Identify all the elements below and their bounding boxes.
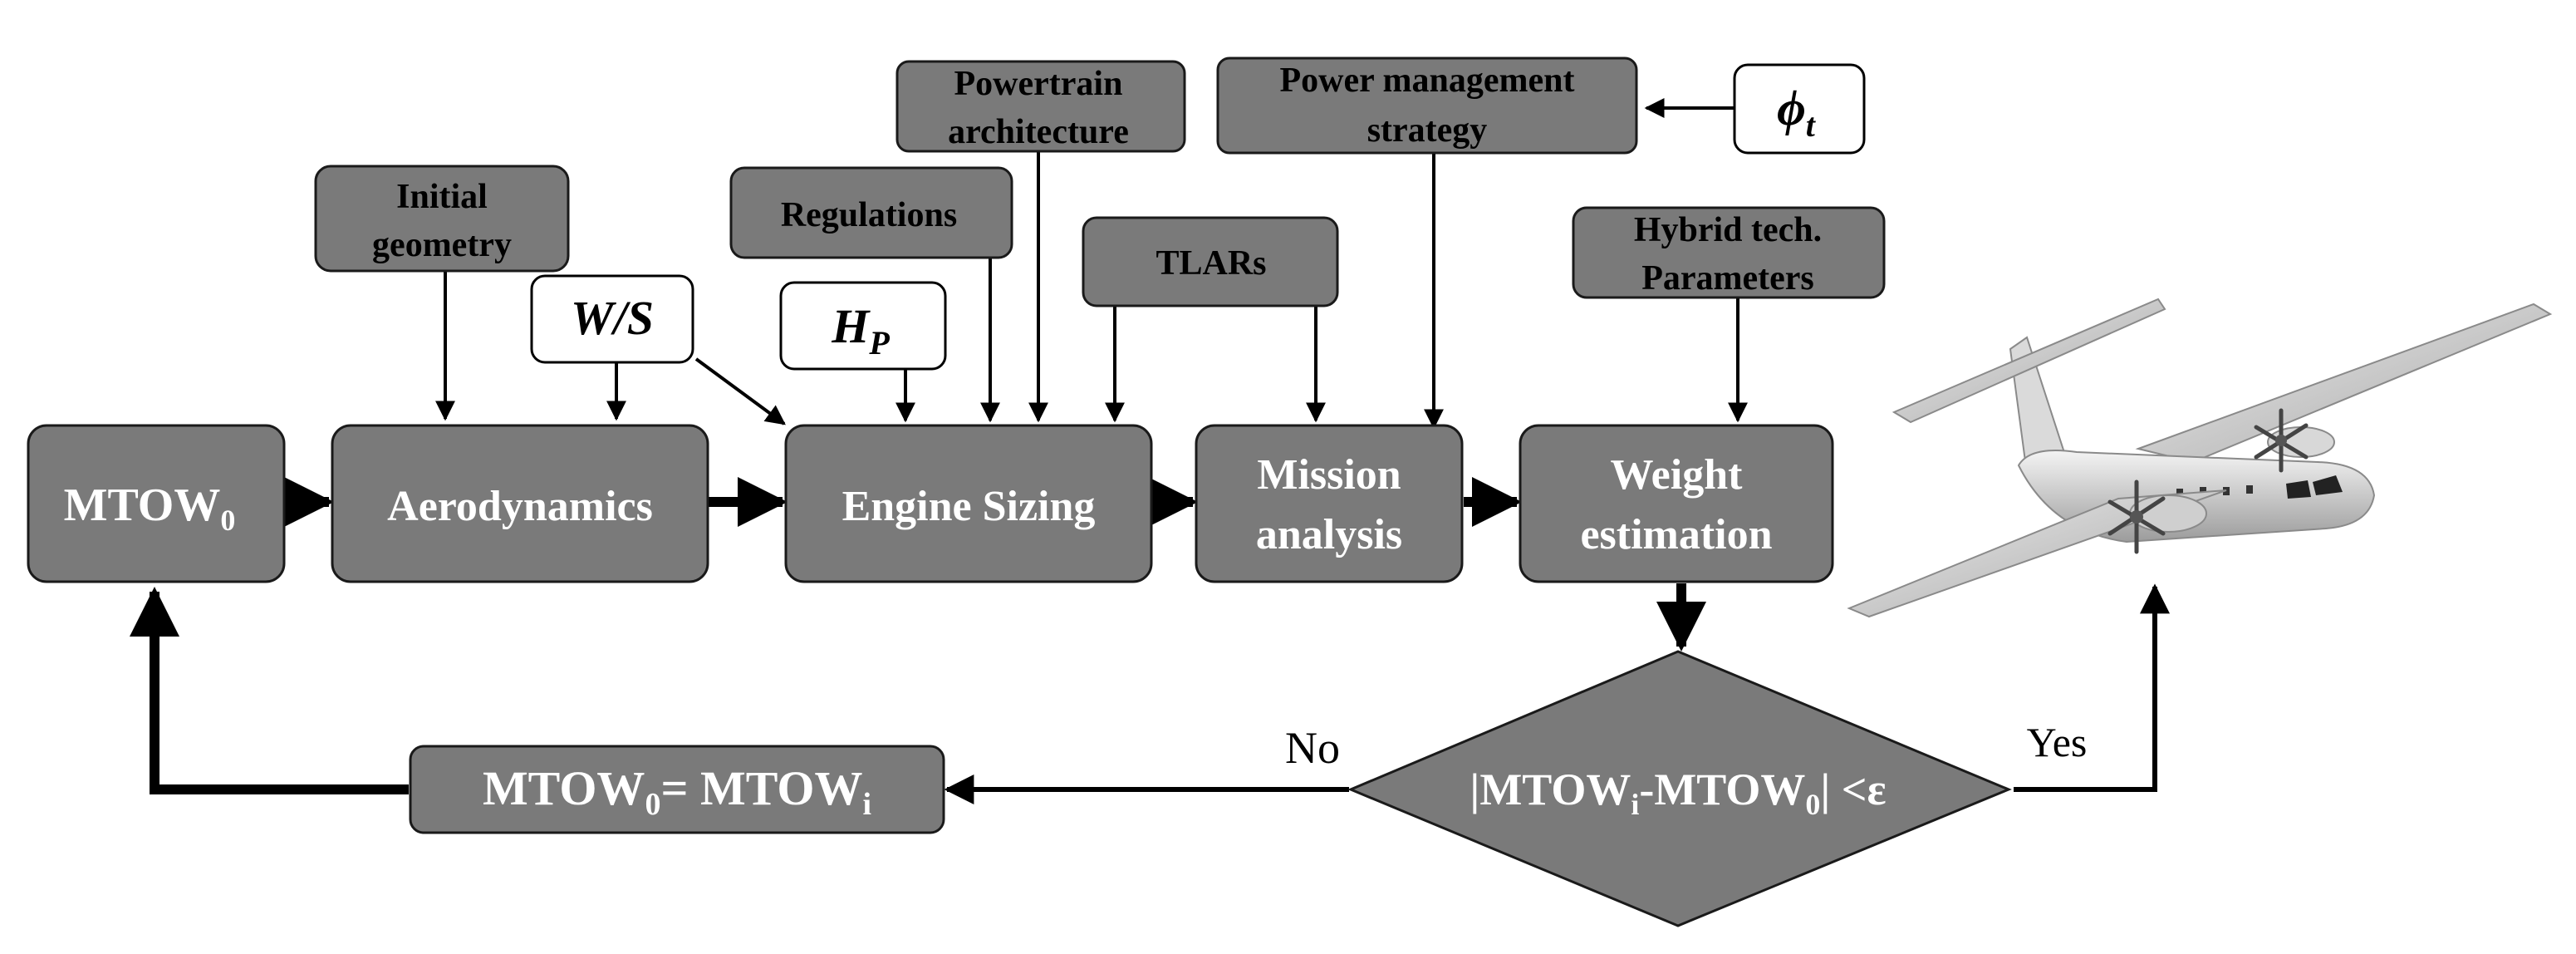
mtow0-label: MTOW0 xyxy=(64,479,236,537)
powertrain-line2: architecture xyxy=(948,113,1129,151)
hybrid-tech-line1: Hybrid tech. xyxy=(1634,211,1822,249)
process-boxes: MTOW0 Aerodynamics Engine Sizing Mission… xyxy=(27,424,2012,927)
power-management-line1: Power management xyxy=(1280,61,1575,100)
param-wing-loading: W/S xyxy=(530,274,694,364)
powertrain-line1: Powertrain xyxy=(954,65,1123,103)
update-mtow-label: MTOW0= MTOWi xyxy=(483,761,871,822)
param-phi: ϕt xyxy=(1733,63,1866,155)
param-hp: HP xyxy=(779,281,947,371)
arrow-ws-to-engine xyxy=(694,357,786,425)
power-management-box xyxy=(1216,57,1638,155)
weight-estimation-line1: Weight xyxy=(1611,451,1744,499)
aerodynamics-box xyxy=(331,424,709,583)
process-mission-analysis: Mission analysis xyxy=(1195,424,1464,583)
regulations-box xyxy=(729,166,1013,259)
mission-analysis-box xyxy=(1195,424,1464,583)
wing-loading-label: W/S xyxy=(571,291,654,345)
tlars-label: TLARs xyxy=(1156,244,1266,283)
initial-geometry-line2: geometry xyxy=(372,226,512,264)
aerodynamics-label: Aerodynamics xyxy=(387,483,653,530)
no-label: No xyxy=(1285,723,1340,773)
input-boxes: Initial geometry Regulations Powertrain … xyxy=(314,57,1886,307)
arrow-diamond-to-aircraft xyxy=(2014,583,2170,792)
weight-estimation-line2: estimation xyxy=(1580,511,1772,558)
parameter-boxes: W/S HP ϕt xyxy=(530,63,1866,371)
initial-geometry-box xyxy=(314,165,570,273)
powertrain-box xyxy=(895,60,1186,153)
regulations-label: Regulations xyxy=(781,196,957,234)
phi-label: ϕt xyxy=(1777,81,1817,144)
wing-loading-box xyxy=(530,274,694,364)
input-hybrid-tech: Hybrid tech. Parameters xyxy=(1572,206,1886,299)
hp-label: HP xyxy=(831,299,890,361)
convergence-label: |MTOWi-MTOW0| <ε xyxy=(1470,765,1886,821)
input-initial-geometry: Initial geometry xyxy=(314,165,570,273)
input-regulations: Regulations xyxy=(729,166,1013,259)
phi-box xyxy=(1733,63,1866,155)
process-aerodynamics: Aerodynamics xyxy=(331,424,709,583)
process-weight-estimation: Weight estimation xyxy=(1519,424,1834,583)
yes-label: Yes xyxy=(2027,719,2088,765)
arrow-update-to-mtow0 xyxy=(130,587,409,794)
input-tlars: TLARs xyxy=(1082,216,1339,307)
mtow0-box xyxy=(27,424,286,583)
mission-analysis-line2: analysis xyxy=(1256,511,1402,558)
hybrid-tech-line2: Parameters xyxy=(1641,259,1814,298)
tlars-box xyxy=(1082,216,1339,307)
process-update-mtow: MTOW0= MTOWi xyxy=(409,745,945,834)
connector-arrows xyxy=(130,98,2170,804)
process-engine-sizing: Engine Sizing xyxy=(784,424,1153,583)
power-management-line2: strategy xyxy=(1367,111,1488,150)
initial-geometry-line1: Initial xyxy=(396,178,488,216)
engine-sizing-label: Engine Sizing xyxy=(842,483,1096,530)
engine-sizing-box xyxy=(784,424,1153,583)
process-mtow0: MTOW0 xyxy=(27,424,286,583)
update-mtow-box xyxy=(409,745,945,834)
hybrid-tech-box xyxy=(1572,206,1886,299)
hp-box xyxy=(779,281,947,371)
input-powertrain-architecture: Powertrain architecture xyxy=(895,60,1186,153)
weight-estimation-box xyxy=(1519,424,1834,583)
decision-convergence: |MTOWi-MTOW0| <ε xyxy=(1347,650,2012,927)
input-power-management-strategy: Power management strategy xyxy=(1216,57,1638,155)
mission-analysis-line1: Mission xyxy=(1257,451,1401,499)
aircraft-icon xyxy=(1847,298,2553,618)
convergence-diamond xyxy=(1347,650,2012,927)
